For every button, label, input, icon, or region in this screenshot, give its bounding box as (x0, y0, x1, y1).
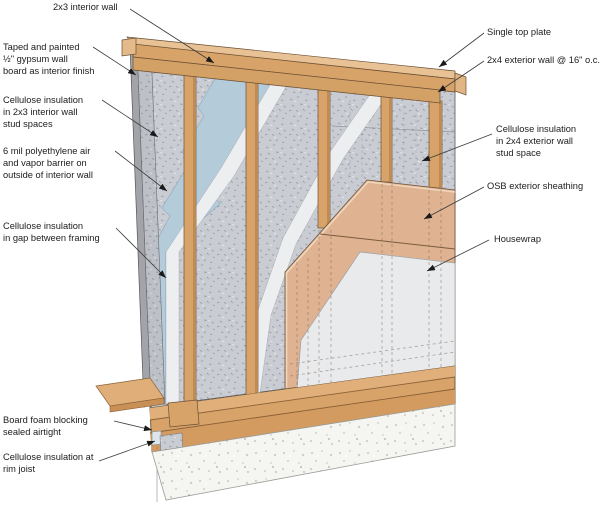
leader-poly (114, 150, 168, 192)
label-housewrap: Housewrap (494, 234, 542, 244)
subfloor-edge-band (150, 366, 455, 420)
label-top-plate: Single top plate (487, 27, 552, 37)
label-foam-blocking: Board foam blocking sealed airtight (3, 415, 88, 437)
foundation (151, 403, 456, 501)
leader-lines (92, 8, 493, 462)
rim-seam-2 (149, 388, 456, 434)
label-interior-wall: 2x3 interior wall (53, 2, 118, 12)
label-osb-sheathing: OSB exterior sheathing (487, 181, 584, 191)
label-poly-barrier: 6 mil polyethylene air and vapor barrier… (3, 146, 93, 180)
stud (380, 95, 393, 183)
leader-interior-wall (129, 8, 215, 64)
label-interior-insulation: Cellulose insulation in 2x3 interior wal… (3, 95, 84, 129)
leader-exterior-wall (437, 60, 485, 93)
top-plate-left-end-cap (121, 37, 137, 57)
foam-blocking (151, 430, 162, 446)
label-gypsum-board: Taped and painted ½" gypsum wall board a… (3, 42, 95, 76)
leader-top-plate (438, 32, 485, 68)
leader-osb (423, 186, 485, 220)
leader-rim-insulation (98, 440, 156, 462)
stud (317, 89, 331, 229)
interior-insulation-edge-shade (137, 46, 165, 405)
bottom-plate-end (167, 399, 200, 428)
sill-band (150, 389, 455, 452)
stud (183, 74, 197, 404)
label-exterior-insulation: Cellulose insulation in 2x4 exterior wal… (496, 124, 577, 158)
osb-seam (319, 233, 456, 250)
leader-gypsum (92, 46, 137, 76)
wall-top-plate-band (132, 56, 441, 104)
floor-deck-edge (109, 397, 165, 413)
rim-seam-1 (149, 376, 456, 421)
top-plate-right-end-cap (454, 72, 467, 96)
label-exterior-wall: 2x4 exterior wall @ 16" o.c. (487, 55, 600, 65)
stud (245, 80, 259, 396)
leader-ext-insulation (421, 133, 493, 162)
exterior-studs (317, 89, 443, 229)
leader-housewrap (426, 239, 490, 272)
leader-gap-insulation (115, 227, 167, 279)
leader-foam-blocking (113, 420, 153, 432)
label-rim-insulation: Cellulose insulation at rim joist (3, 452, 94, 474)
ghost-stud-lines (289, 184, 456, 387)
label-gap-insulation: Cellulose insulation in gap between fram… (3, 221, 100, 243)
end-stud (428, 100, 443, 189)
osb-cut-edge-highlight (285, 181, 456, 388)
leader-int-insulation (101, 99, 159, 138)
